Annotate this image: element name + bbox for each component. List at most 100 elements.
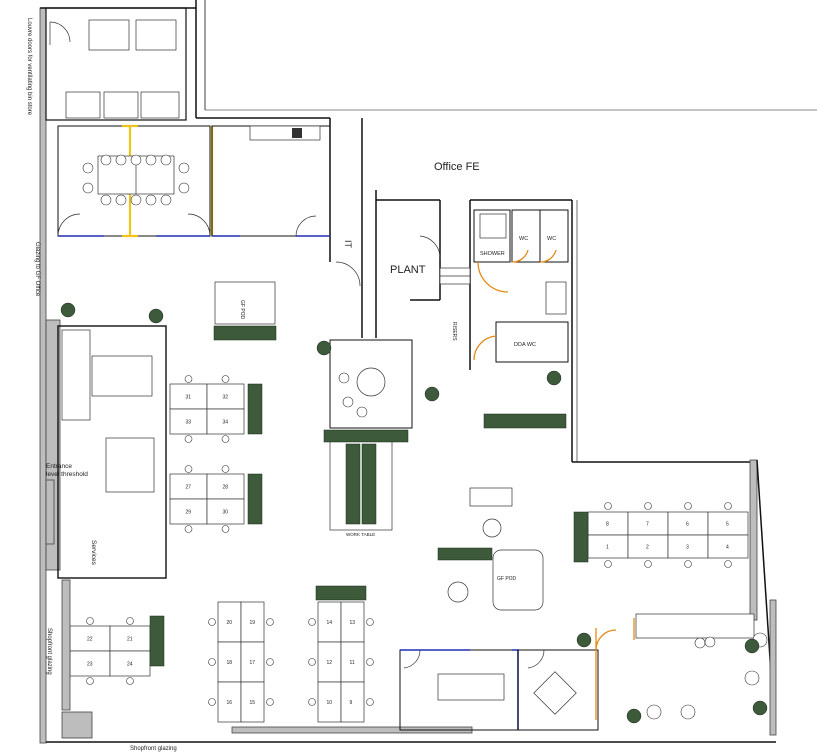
desk-chair xyxy=(266,698,274,706)
desk-number: 18 xyxy=(227,660,233,666)
desk xyxy=(206,408,245,435)
desk xyxy=(109,650,151,677)
desk-chair xyxy=(184,525,193,533)
desk-number: 27 xyxy=(186,485,192,491)
meeting-chair xyxy=(130,194,142,206)
wc1-label: WC xyxy=(519,236,528,242)
desk-chair xyxy=(208,698,216,706)
plant xyxy=(60,302,76,318)
planting xyxy=(60,302,768,724)
desk-chair xyxy=(126,677,134,685)
planter xyxy=(437,547,493,561)
gf-pod-label: GF POD xyxy=(497,576,517,582)
meeting-chair xyxy=(160,154,172,166)
plant xyxy=(576,632,592,648)
desk-chair xyxy=(86,617,94,625)
planter xyxy=(315,585,367,601)
meeting-chair xyxy=(115,154,127,166)
desk xyxy=(169,408,208,435)
desk-chair xyxy=(266,658,274,666)
desk-number: 5 xyxy=(726,522,729,528)
desk-number: 3 xyxy=(686,545,689,551)
plant xyxy=(424,386,440,402)
planter xyxy=(573,511,589,563)
desk-chair xyxy=(724,502,732,510)
plant xyxy=(316,340,332,356)
desk-number: 28 xyxy=(223,485,229,491)
desk-number: 10 xyxy=(327,700,333,706)
desk-chair xyxy=(221,435,230,443)
desk xyxy=(240,681,265,723)
meeting-chair xyxy=(178,182,190,194)
desk xyxy=(340,681,365,723)
shopfront-bottom-label: Shopfront glazing xyxy=(130,746,177,752)
plant xyxy=(546,370,562,386)
desk-number: 15 xyxy=(250,700,256,706)
meeting-room-large xyxy=(57,124,211,238)
meeting-chair xyxy=(178,162,190,174)
meeting-chair xyxy=(145,194,157,206)
desk xyxy=(109,625,151,652)
meeting-chairs xyxy=(82,154,190,206)
meeting-chair xyxy=(100,154,112,166)
desk-chair xyxy=(184,465,193,473)
stair-core: Entrance level threshold Services Glazin… xyxy=(34,242,167,579)
dda-wc-label: DDA WC xyxy=(514,342,536,348)
entrance-label: Entrance xyxy=(46,463,72,470)
office-fe-label: Office FE xyxy=(434,161,480,173)
core-rooms: IT Office FE PLANT xyxy=(335,161,480,287)
right-open-plan xyxy=(633,613,768,720)
work-table-label: WORK TABLE xyxy=(346,532,375,537)
central-lounge: GF POD WORK TABLE GF POD xyxy=(214,281,544,611)
meeting-chair xyxy=(115,194,127,206)
desk-chair xyxy=(221,525,230,533)
desk-chair xyxy=(86,677,94,685)
desk-chair xyxy=(184,375,193,383)
meeting-chair xyxy=(130,154,142,166)
desk-number: 21 xyxy=(127,637,133,643)
planter xyxy=(323,429,409,443)
desk-chair xyxy=(366,698,374,706)
desk xyxy=(707,534,749,559)
desk-number: 8 xyxy=(606,522,609,528)
desk-chair xyxy=(184,435,193,443)
desk-number: 19 xyxy=(250,620,256,626)
plant xyxy=(148,308,164,324)
desk-chair xyxy=(684,502,692,510)
desk-number: 20 xyxy=(227,620,233,626)
meeting-chair xyxy=(100,194,112,206)
desk-chair xyxy=(221,375,230,383)
gf-pod-top-label: GF POD xyxy=(239,300,245,320)
desk-number: 13 xyxy=(350,620,356,626)
meeting-chair xyxy=(82,162,94,174)
desk-number: 34 xyxy=(223,420,229,426)
desk-number: 24 xyxy=(127,662,133,668)
wc2-label: WC xyxy=(547,236,556,242)
desk-chair xyxy=(644,502,652,510)
desk-chair xyxy=(221,465,230,473)
glazing-office-label: Glazing to GF Office xyxy=(34,242,40,297)
desk-number: 2 xyxy=(646,545,649,551)
desk-chair xyxy=(308,698,316,706)
desk-number: 16 xyxy=(227,700,233,706)
shopfront-left-label: Shopfront glazing xyxy=(46,628,52,675)
desk-chair xyxy=(208,658,216,666)
meeting-chair xyxy=(160,194,172,206)
desk-number: 32 xyxy=(223,395,229,401)
breakout-room xyxy=(210,125,331,237)
planter xyxy=(247,383,263,435)
desk-chair xyxy=(308,658,316,666)
desk-number: 6 xyxy=(686,522,689,528)
desk-number: 12 xyxy=(327,660,333,666)
desk-number: 33 xyxy=(186,420,192,426)
washrooms: SHOWER WC WC DDA WC RISERS xyxy=(451,209,569,363)
desk-chair xyxy=(604,502,612,510)
desk-number: 4 xyxy=(726,545,729,551)
desk-number: 11 xyxy=(350,660,355,666)
planter xyxy=(483,413,567,429)
